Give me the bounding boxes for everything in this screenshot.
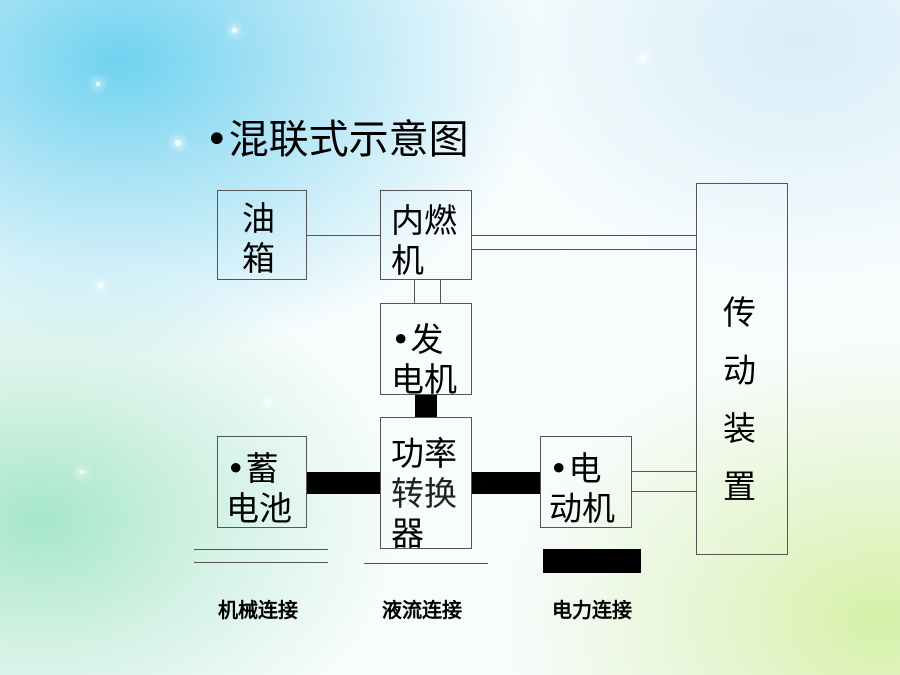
sparkle: [232, 28, 237, 33]
transmission-label: 传动装置: [723, 293, 756, 506]
link-engine-transmission-1: [471, 235, 697, 236]
electric-link-battery-converter: [306, 472, 381, 494]
electric-link-converter-motor: [471, 472, 541, 494]
legend-hydraulic-line: [364, 563, 488, 564]
converter-label-line2: 转换: [391, 474, 457, 513]
legend-mechanical-line-1: [194, 549, 328, 550]
sparkle: [80, 470, 84, 474]
sparkle: [98, 283, 103, 288]
converter-label-line3: 器: [391, 514, 424, 553]
link-engine-transmission-2: [471, 249, 697, 250]
diagram-title: •混联式示意图: [205, 117, 469, 163]
link-motor-transmission-2: [631, 491, 697, 492]
link-engine-generator-1: [414, 279, 415, 304]
converter-label-line1: 功率: [391, 434, 457, 473]
fuel-tank-label: 油箱: [242, 199, 275, 278]
sparkle: [640, 55, 646, 61]
generator-box: •发电机: [380, 303, 472, 399]
sparkle: [560, 250, 565, 255]
sparkle: [265, 400, 270, 405]
legend-mechanical-line-2: [194, 562, 328, 563]
battery-box: •蓄电池: [217, 436, 307, 528]
transmission-box: 传动装置: [696, 183, 788, 555]
engine-box: 内燃机: [380, 190, 472, 280]
electric-link-generator-converter: [415, 394, 437, 418]
generator-label: •发电机: [391, 320, 457, 399]
motor-box: •电动机: [540, 436, 632, 528]
link-engine-generator-2: [440, 279, 441, 304]
legend-electrical-bar: [543, 549, 641, 573]
link-motor-transmission-1: [631, 471, 697, 472]
sparkle: [175, 140, 181, 146]
battery-label: •蓄电池: [226, 449, 292, 528]
legend-hydraulic-label: 液流连接: [382, 598, 462, 622]
motor-label: •电动机: [549, 449, 615, 528]
fuel-tank-box: 油箱: [217, 190, 307, 280]
legend-mechanical-label: 机械连接: [218, 598, 298, 622]
legend-electrical-label: 电力连接: [552, 598, 632, 622]
link-tank-engine: [306, 235, 381, 236]
power-converter-box: 功率 转换 器: [380, 417, 472, 553]
engine-label: 内燃机: [391, 201, 457, 280]
sparkle: [96, 82, 100, 86]
